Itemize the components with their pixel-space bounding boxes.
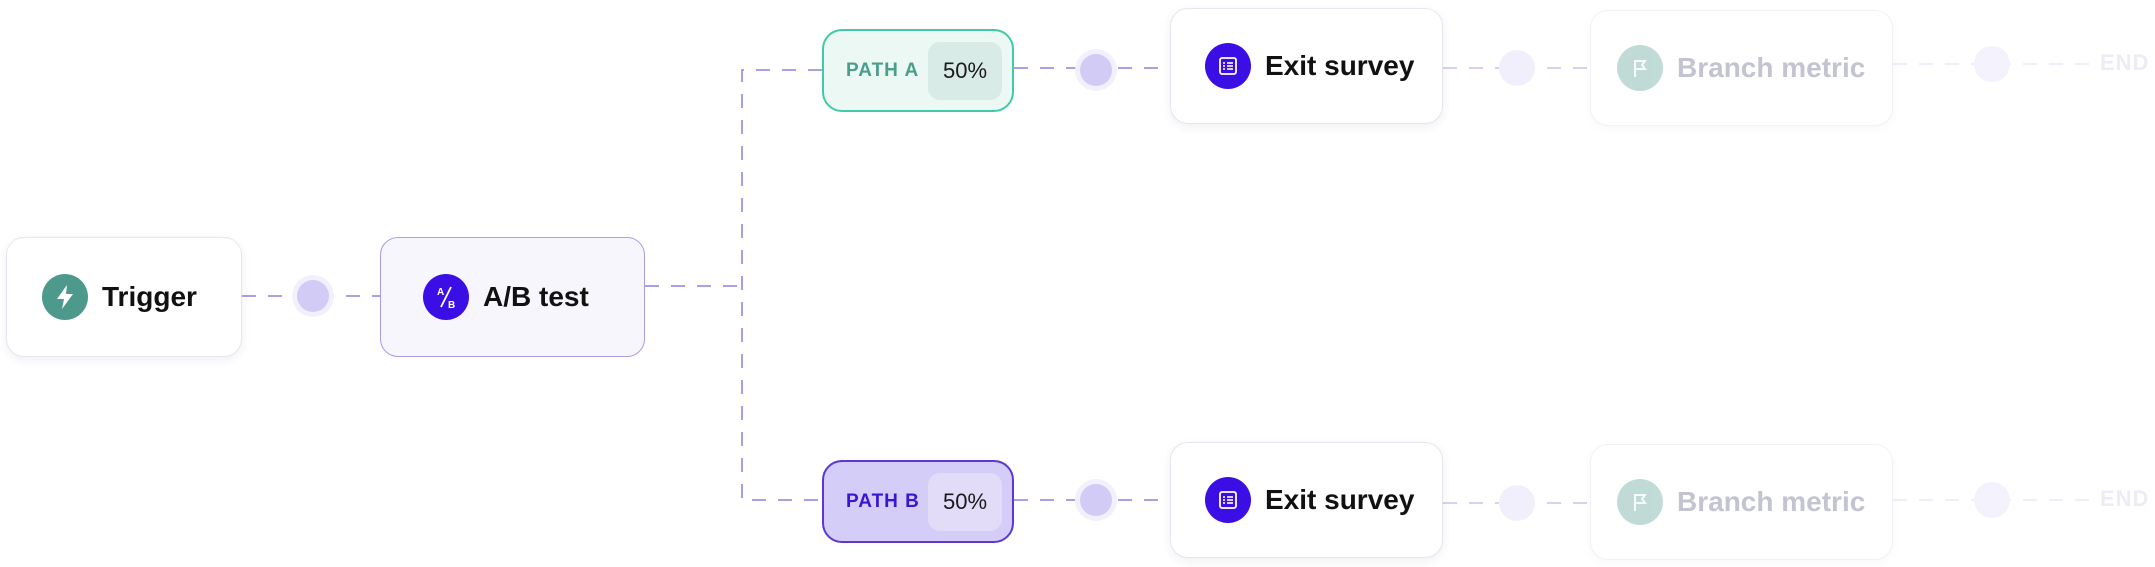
add-step-dot[interactable] [1080, 54, 1112, 86]
path-a-label: PATH A [846, 59, 920, 81]
branch-metric-label-a: Branch metric [1677, 52, 1866, 83]
survey-list-icon [1205, 477, 1251, 523]
exit-survey-label-b: Exit survey [1265, 484, 1415, 515]
ab-split-icon: A B [423, 274, 469, 320]
exit-survey-node-a[interactable]: Exit survey [1170, 8, 1443, 124]
end-label-a: END [2100, 50, 2150, 75]
connector-dots [292, 46, 2010, 521]
flag-icon [1617, 479, 1663, 525]
path-b-label: PATH B [846, 490, 920, 512]
exit-survey-node-b[interactable]: Exit survey [1170, 442, 1443, 558]
connector-split-branches [741, 69, 822, 501]
add-step-dot[interactable] [1499, 50, 1535, 86]
trigger-label: Trigger [102, 281, 197, 312]
path-b-pill[interactable]: PATH B 50% [822, 460, 1014, 543]
ab-icon-letter-b: B [448, 300, 455, 311]
path-a-percent[interactable]: 50% [928, 41, 1002, 100]
path-a-pill[interactable]: PATH A 50% [822, 29, 1014, 112]
branch-metric-label-b: Branch metric [1677, 486, 1866, 517]
add-step-dot[interactable] [1974, 46, 2010, 82]
exit-survey-label-a: Exit survey [1265, 50, 1415, 81]
ab-icon-letter-a: A [437, 287, 444, 298]
ab-test-node[interactable]: A B A/B test [380, 237, 645, 357]
add-step-dot[interactable] [1974, 482, 2010, 518]
flag-icon [1617, 45, 1663, 91]
add-step-dot[interactable] [1499, 485, 1535, 521]
add-step-dot[interactable] [297, 280, 329, 312]
lightning-icon [42, 274, 88, 320]
path-b-percent[interactable]: 50% [928, 472, 1002, 531]
branch-metric-node-b[interactable]: Branch metric [1590, 444, 1893, 560]
add-step-dot[interactable] [1080, 484, 1112, 516]
ab-test-label: A/B test [483, 281, 589, 312]
branch-metric-node-a[interactable]: Branch metric [1590, 10, 1893, 126]
end-label-b: END [2100, 486, 2150, 511]
survey-list-icon [1205, 43, 1251, 89]
trigger-node[interactable]: Trigger [6, 237, 242, 357]
